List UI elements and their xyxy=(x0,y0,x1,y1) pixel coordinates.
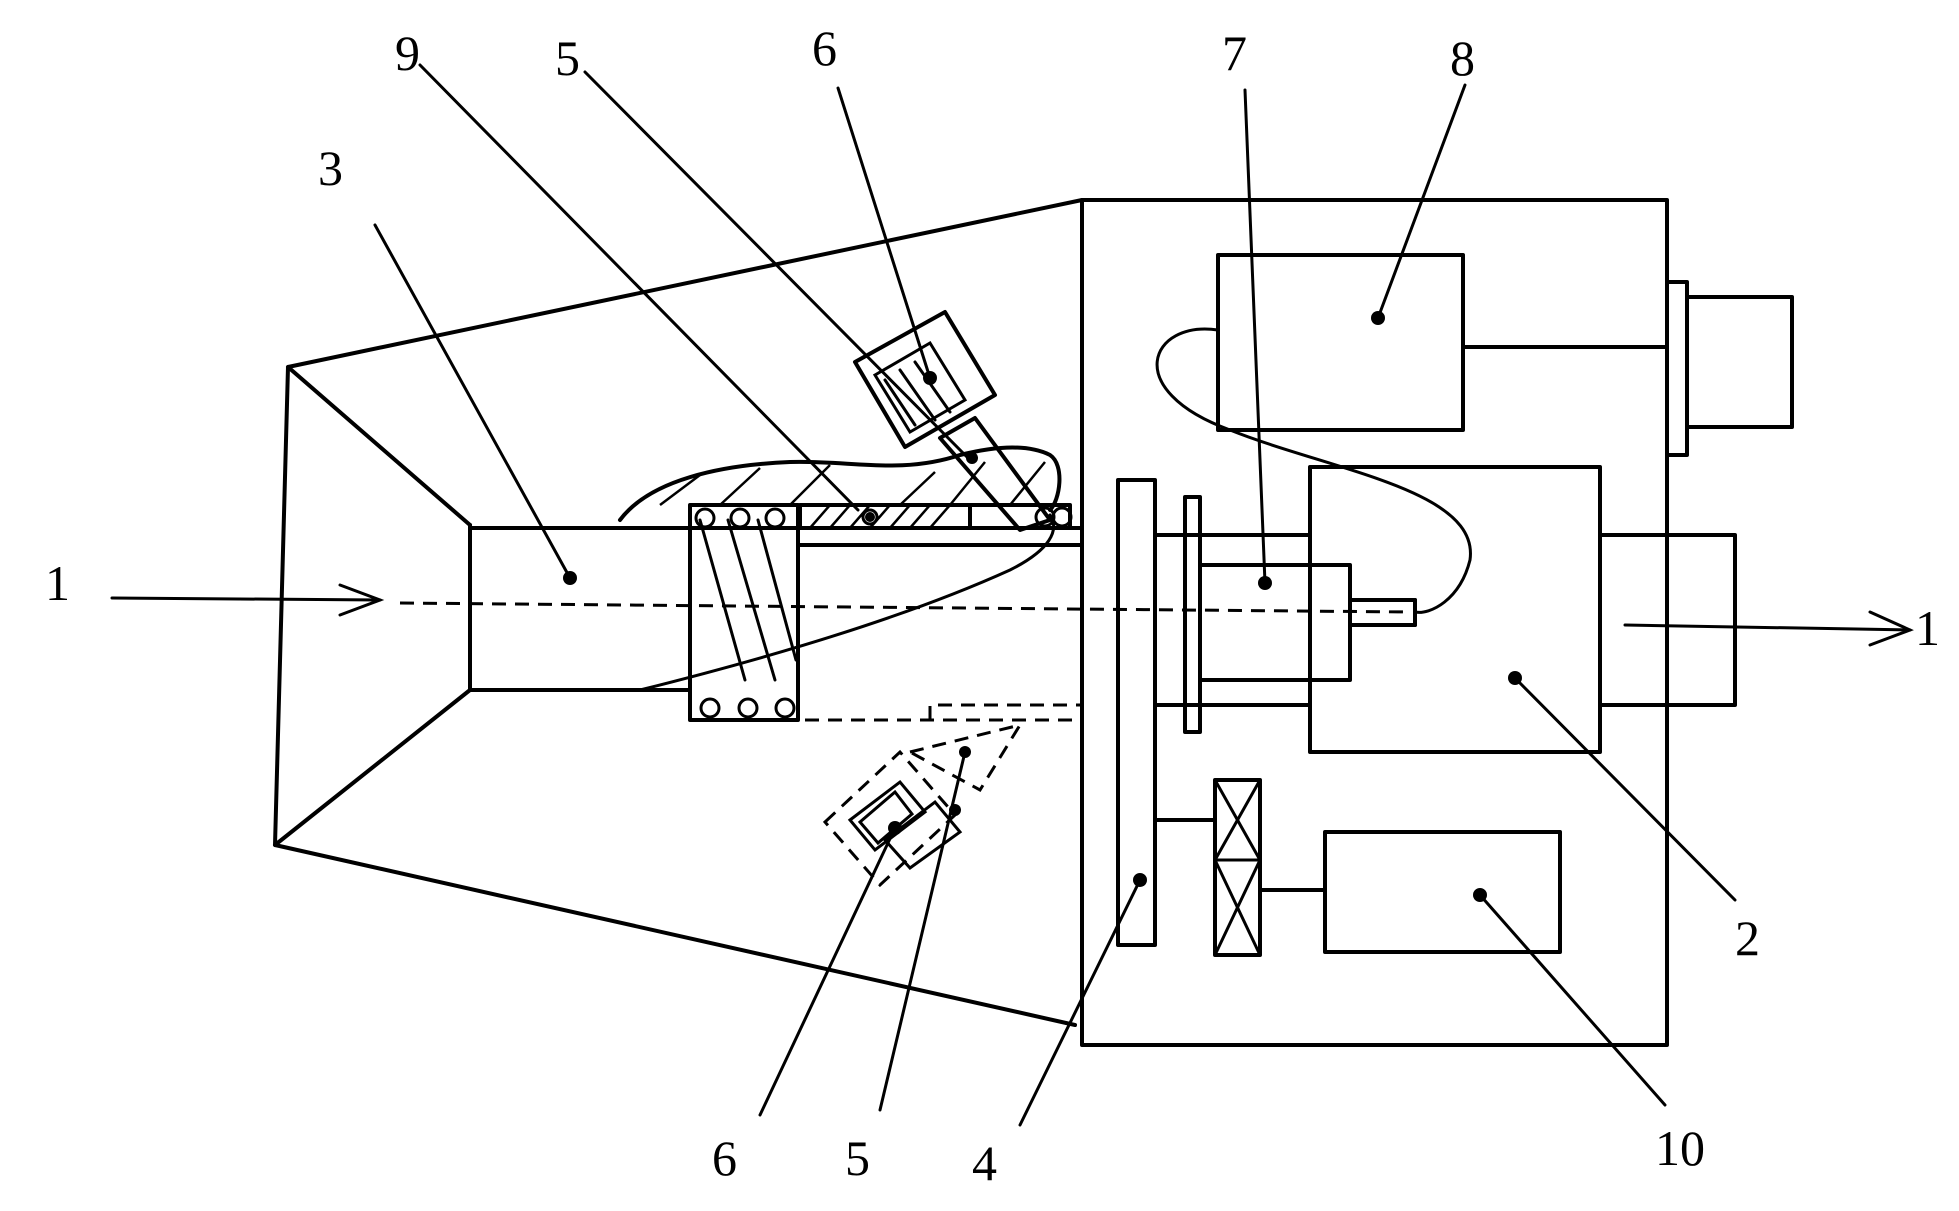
part-9-dot xyxy=(865,512,875,522)
leader-lines xyxy=(375,65,1735,1125)
top-magnet-assembly xyxy=(855,312,1050,530)
label-part-6-top: 6 xyxy=(812,20,837,76)
shaft-block xyxy=(1155,535,1415,705)
thin-plate xyxy=(1185,497,1200,732)
funnel-housing xyxy=(275,200,1082,1025)
label-flow-in: 1 xyxy=(45,555,70,611)
label-flow-out: 1 xyxy=(1915,600,1940,656)
label-part-10: 10 xyxy=(1655,1120,1705,1176)
label-part-4: 4 xyxy=(972,1135,997,1191)
label-part-5-top: 5 xyxy=(555,30,580,86)
flow-arrows xyxy=(112,585,1910,645)
motor-box xyxy=(1310,467,1735,752)
bottom-magnet-assembly xyxy=(690,705,1082,885)
coupling-and-box-10 xyxy=(1155,780,1560,955)
label-part-7: 7 xyxy=(1222,25,1247,81)
main-housing-box xyxy=(1082,200,1667,1045)
label-part-3: 3 xyxy=(318,140,343,196)
label-part-2: 2 xyxy=(1735,910,1760,966)
cutaway-section xyxy=(620,448,1059,691)
label-part-8: 8 xyxy=(1450,30,1475,86)
label-part-9: 9 xyxy=(395,25,420,81)
label-part-6-bottom: 6 xyxy=(712,1130,737,1186)
box-8 xyxy=(1157,255,1792,612)
spring-block xyxy=(690,505,1082,720)
label-part-5-bottom: 5 xyxy=(845,1130,870,1186)
